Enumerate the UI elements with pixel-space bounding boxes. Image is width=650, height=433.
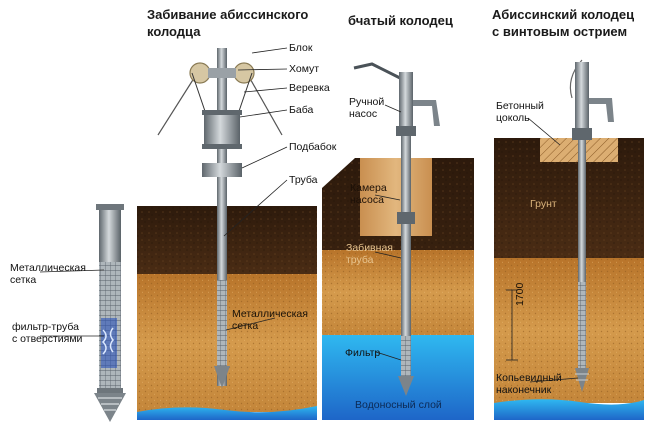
label-metal-setka-mid-line1: Металлическая [232, 308, 308, 320]
abyssinian-pump [569, 59, 614, 392]
label-blok: Блок [289, 42, 313, 54]
filter-pipe-illustration [94, 204, 126, 422]
title-left-line1: Забивание абиссинского [147, 7, 309, 22]
label-baba: Баба [289, 104, 314, 116]
label-metal-setka-mid: Металлическая сетка [232, 308, 308, 332]
driving-rig [157, 48, 283, 388]
middle-ground-block [322, 158, 474, 420]
label-ruchnoy-nasos: Ручной насос [349, 96, 384, 120]
label-podbabok: Подбабок [289, 141, 337, 153]
label-metal-setka-mid-line2: сетка [232, 320, 259, 332]
label-betonny-tsokol-line1: Бетонный [496, 100, 544, 112]
label-ruchnoy-nasos-line2: насос [349, 108, 378, 120]
hand-pump [353, 62, 440, 396]
label-metal-setka-left-line1: Металлическая [10, 262, 86, 274]
label-kamera-nasosa-line1: Камера [350, 182, 387, 194]
title-left-line2: колодца [147, 24, 201, 39]
label-vodonosny-sloy: Водоносный слой [355, 399, 442, 411]
label-filter-truba: фильтр-труба с отверстиями [12, 321, 82, 345]
title-middle: бчатый колодец [348, 13, 453, 28]
label-dim-1700: 1700 [514, 282, 526, 306]
label-zabivnaya-truba-line2: труба [346, 254, 374, 266]
label-truba: Труба [289, 174, 318, 186]
label-kamera-nasosa-line2: насоса [350, 194, 384, 206]
label-kopevidny-line1: Копьевидный [496, 372, 562, 384]
label-betonny-tsokol: Бетонный цоколь [496, 100, 544, 124]
title-right-line2: с винтовым острием [492, 24, 628, 39]
title-left: Забивание абиссинского колодца [147, 6, 308, 40]
title-right: Абиссинский колодец с винтовым острием [492, 6, 634, 40]
label-kopevidny: Копьевидный наконечник [496, 372, 562, 396]
label-kopevidny-line2: наконечник [496, 384, 552, 396]
label-kamera-nasosa: Камера насоса [350, 182, 387, 206]
pump-chamber [360, 158, 432, 236]
title-right-line1: Абиссинский колодец [492, 7, 635, 22]
label-betonny-tsokol-line2: цоколь [496, 112, 530, 124]
label-metal-setka-left: Металлическая сетка [10, 262, 86, 286]
label-zabivnaya-truba: Забивная труба [346, 242, 393, 266]
label-metal-setka-left-line2: сетка [10, 274, 37, 286]
label-filter-truba-line2: с отверстиями [12, 333, 83, 345]
label-filter-truba-line1: фильтр-труба [12, 321, 79, 333]
label-khomut: Хомут [289, 63, 320, 75]
label-verevka: Веревка [289, 82, 330, 94]
leader-lines [39, 47, 579, 383]
label-filtr: Фильтр [345, 347, 381, 359]
label-grunt: Грунт [530, 198, 557, 210]
label-ruchnoy-nasos-line1: Ручной [349, 96, 385, 108]
label-zabivnaya-truba-line1: Забивная [346, 242, 393, 254]
